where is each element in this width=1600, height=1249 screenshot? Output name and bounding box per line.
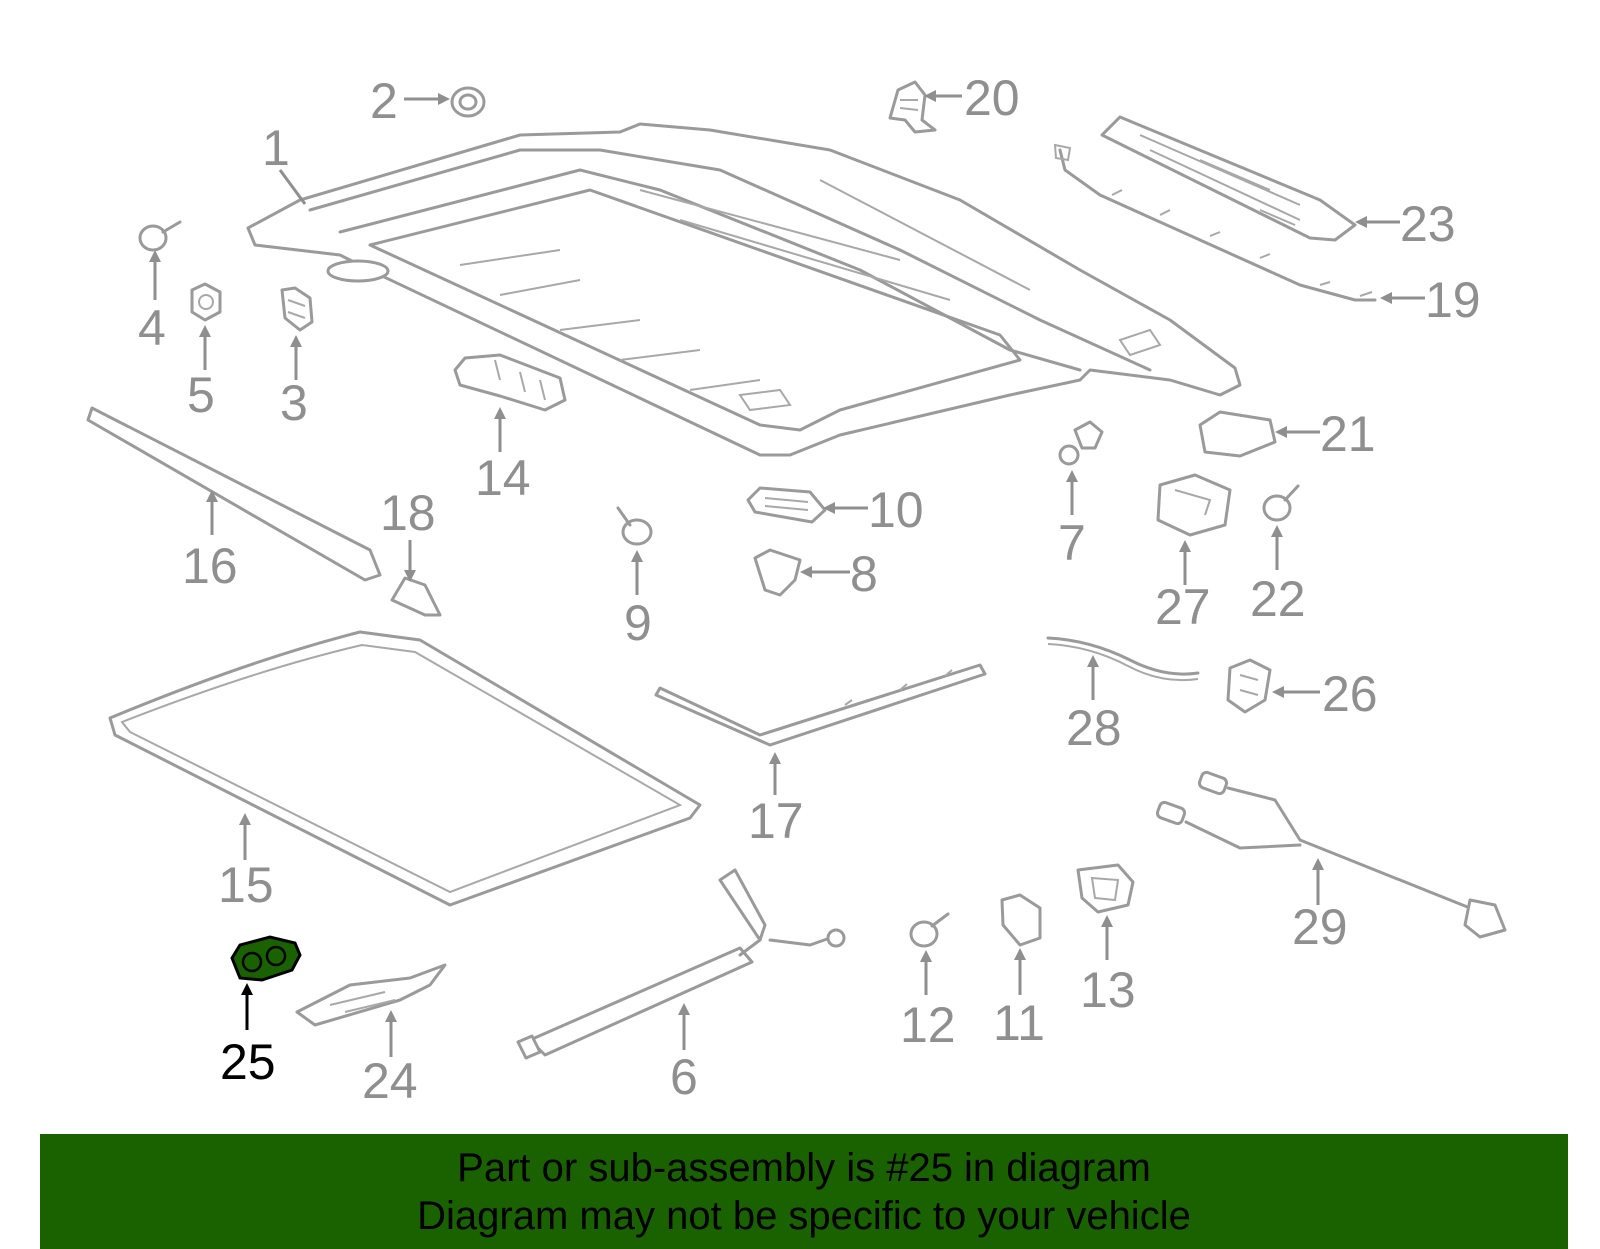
part-26-clip[interactable]	[1226, 658, 1272, 714]
label-part-4[interactable]: 4	[138, 300, 166, 356]
part-29-wire-harness[interactable]	[1155, 770, 1507, 939]
part-13-clip[interactable]	[1076, 863, 1135, 914]
part-2-grommet[interactable]	[450, 86, 486, 118]
label-part-23[interactable]: 23	[1400, 196, 1456, 252]
part-1-headliner[interactable]	[246, 122, 1242, 457]
part-11-clip[interactable]	[1000, 893, 1042, 947]
part-6-strut[interactable]	[516, 868, 846, 1060]
label-part-8[interactable]: 8	[850, 546, 878, 602]
label-part-1[interactable]: 1	[262, 120, 290, 176]
label-part-5[interactable]: 5	[187, 367, 215, 423]
label-part-12[interactable]: 12	[900, 997, 956, 1053]
part-4-screw[interactable]	[138, 220, 182, 252]
part-21-cap[interactable]	[1198, 410, 1277, 458]
label-part-29[interactable]: 29	[1292, 899, 1348, 955]
label-part-16[interactable]: 16	[182, 538, 238, 594]
part-7-push-clip[interactable]	[1058, 420, 1104, 466]
part-5-nut[interactable]	[190, 282, 222, 322]
label-part-15[interactable]: 15	[218, 857, 274, 913]
label-part-18[interactable]: 18	[380, 485, 436, 541]
label-part-6[interactable]: 6	[670, 1049, 698, 1105]
part-28-cable[interactable]	[1046, 636, 1200, 682]
part-23-console[interactable]	[1100, 115, 1357, 242]
part-19-wire-strip[interactable]	[1053, 143, 1377, 302]
banner-line-1: Part or sub-assembly is #25 in diagram	[457, 1146, 1151, 1190]
part-27-bracket[interactable]	[1156, 473, 1232, 537]
part-17-trim-strip[interactable]	[654, 663, 987, 747]
label-part-27[interactable]: 27	[1155, 579, 1211, 635]
label-part-28[interactable]: 28	[1066, 700, 1122, 756]
part-8-clip[interactable]	[753, 548, 802, 597]
part-24-trim-piece[interactable]	[295, 963, 447, 1027]
label-part-17[interactable]: 17	[748, 793, 804, 849]
label-part-19[interactable]: 19	[1425, 272, 1481, 328]
part-18-clip[interactable]	[390, 576, 442, 617]
part-14-grab-handle[interactable]	[453, 353, 567, 412]
part-10-clip[interactable]	[746, 486, 827, 524]
label-part-21[interactable]: 21	[1320, 406, 1376, 462]
label-part-20[interactable]: 20	[964, 70, 1020, 126]
part-16-trim-strip[interactable]	[86, 406, 382, 582]
label-part-25[interactable]: 25	[220, 1034, 276, 1090]
label-part-11[interactable]: 11	[993, 995, 1045, 1051]
label-part-3[interactable]: 3	[280, 375, 308, 431]
label-part-9[interactable]: 9	[624, 595, 652, 651]
part-12-screw[interactable]	[909, 912, 950, 948]
label-part-26[interactable]: 26	[1322, 666, 1378, 722]
label-part-10[interactable]: 10	[868, 482, 924, 538]
info-banner: Part or sub-assembly is #25 in diagram D…	[40, 1134, 1568, 1249]
part-20-clip[interactable]	[888, 80, 937, 134]
label-part-2[interactable]: 2	[370, 73, 398, 129]
leader-1	[278, 169, 307, 205]
label-part-24[interactable]: 24	[362, 1053, 418, 1109]
label-part-13[interactable]: 13	[1080, 962, 1136, 1018]
part-3-clip[interactable]	[280, 286, 314, 332]
banner-line-2: Diagram may not be specific to your vehi…	[417, 1194, 1191, 1238]
label-part-22[interactable]: 22	[1250, 571, 1306, 627]
part-9-screw[interactable]	[616, 506, 653, 546]
label-part-14[interactable]: 14	[475, 450, 531, 506]
label-part-7[interactable]: 7	[1058, 515, 1086, 571]
part-15-sunroof-seal[interactable]	[108, 630, 702, 907]
part-25-grommet-highlighted[interactable]	[230, 935, 302, 982]
part-22-screw[interactable]	[1262, 484, 1300, 522]
